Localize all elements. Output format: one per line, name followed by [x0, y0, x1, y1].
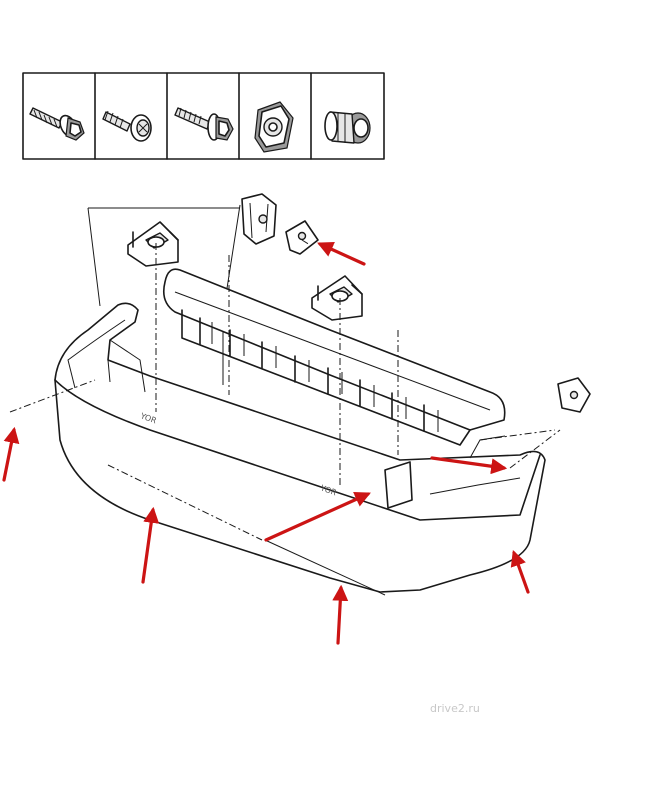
watermark: drive2.ru	[430, 702, 480, 715]
center-mounting-bracket	[311, 275, 363, 321]
arrow-lower-center	[332, 584, 349, 645]
side-clip-bracket	[241, 193, 277, 245]
fastener-legend	[22, 72, 385, 160]
left-mounting-bracket	[127, 221, 179, 267]
small-clip	[285, 220, 319, 255]
arrow-left-edge	[2, 426, 20, 482]
hex-bolt-with-washer-icon	[174, 107, 234, 141]
arrow-lower-right	[510, 549, 530, 594]
arrow-center-screw	[264, 491, 371, 542]
side-retainer	[557, 377, 591, 413]
fastener-location-arrows	[2, 242, 530, 645]
arrow-lower-left	[141, 506, 160, 584]
bumper-reinforcement-beam	[162, 268, 506, 446]
arrow-side-right	[430, 456, 508, 475]
self-tapping-screw-icon	[102, 110, 152, 142]
hex-flange-bolt-icon	[29, 107, 85, 141]
push-grommet-icon	[324, 111, 371, 144]
rear-bumper-cover: YOR YOR	[54, 302, 546, 596]
alignment-guides	[9, 239, 561, 541]
square-nut-clip-icon	[254, 101, 294, 153]
arrow-top-clip	[317, 242, 366, 266]
